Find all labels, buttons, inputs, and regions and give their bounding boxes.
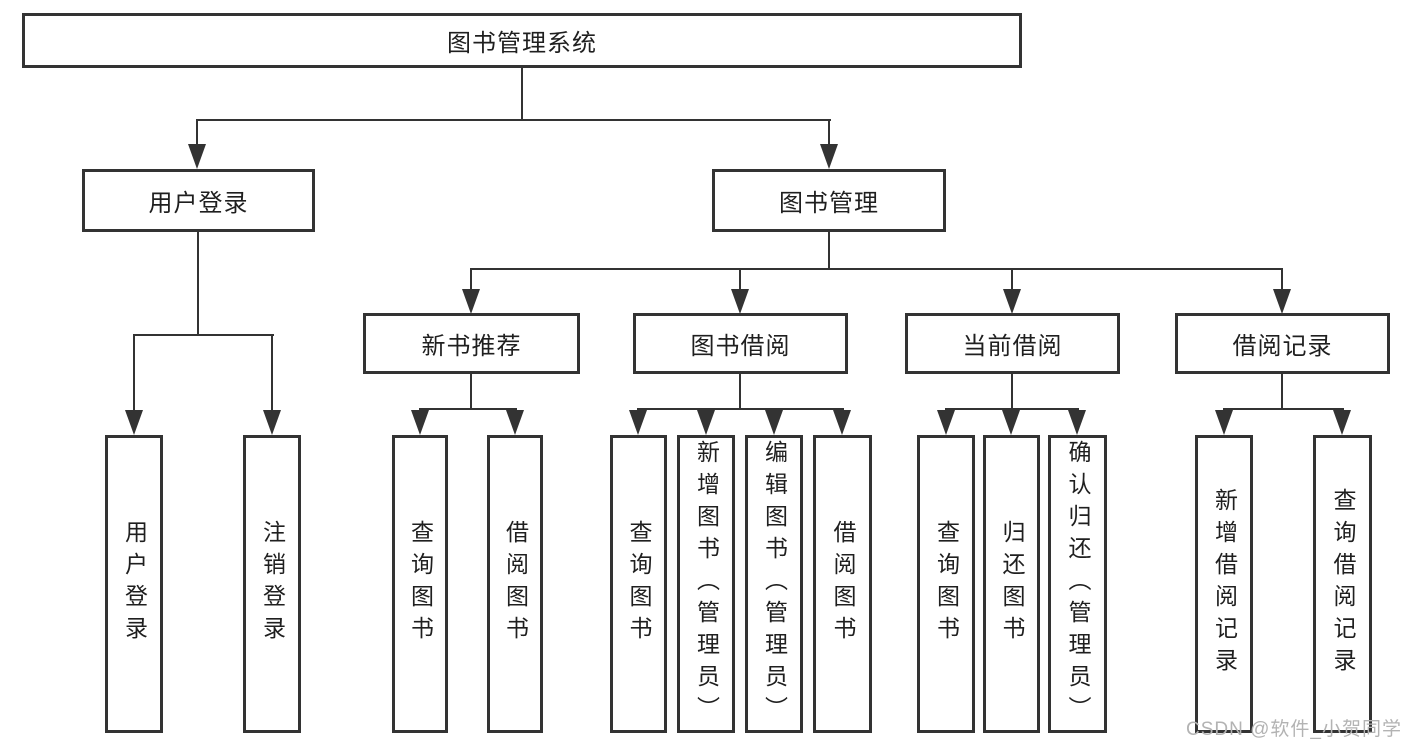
connector-line [637, 408, 844, 410]
arrow-down-icon [125, 410, 143, 435]
leaf-add-borrow-record: 新增借阅记录 [1195, 435, 1253, 733]
connector-line [133, 334, 135, 412]
connector-line [1281, 268, 1283, 292]
connector-line [945, 408, 1079, 410]
leaf-logout: 注销登录 [243, 435, 301, 733]
node-label: 查询借阅记录 [1330, 488, 1356, 680]
arrow-down-icon [411, 410, 429, 435]
leaf-edit-book-admin: 编辑图书（管理员） [745, 435, 803, 733]
node-label: 借阅记录 [1232, 333, 1333, 360]
arrow-down-icon [263, 410, 281, 435]
connector-line [1011, 374, 1013, 410]
leaf-query-books: 查询图书 [917, 435, 975, 733]
arrow-down-icon [765, 410, 783, 435]
node-label: 查询图书 [933, 520, 960, 648]
connector-line [1223, 408, 1344, 410]
node-label: 借阅图书 [502, 520, 529, 648]
node-label: 图书借阅 [690, 333, 791, 360]
connector-line [271, 334, 273, 412]
node-label: 查询图书 [407, 520, 434, 648]
connector-line [521, 68, 523, 121]
connector-line [828, 119, 830, 147]
node-label: 借阅图书 [830, 520, 856, 648]
leaf-confirm-return-admin: 确认归还（管理员） [1048, 435, 1107, 733]
node-root-library-management-system: 图书管理系统 [22, 13, 1022, 68]
connector-line [1011, 268, 1013, 292]
node-label: 注销登录 [259, 520, 286, 648]
leaf-borrow-books: 借阅图书 [487, 435, 543, 733]
node-label: 用户登录 [148, 190, 249, 217]
arrow-down-icon [731, 289, 749, 314]
connector-line [197, 119, 831, 121]
arrow-down-icon [506, 410, 524, 435]
node-label: 新增图书（管理员） [693, 440, 720, 728]
connector-line [133, 334, 274, 336]
arrow-down-icon [1333, 410, 1351, 435]
node-label: 归还图书 [999, 520, 1025, 648]
arrow-down-icon [833, 410, 851, 435]
node-current-borrowing: 当前借阅 [905, 313, 1120, 374]
connector-line [470, 374, 472, 410]
arrow-down-icon [820, 144, 838, 169]
arrow-down-icon [1002, 410, 1020, 435]
node-user-login: 用户登录 [82, 169, 315, 232]
arrow-down-icon [1215, 410, 1233, 435]
leaf-return-books: 归还图书 [983, 435, 1040, 733]
leaf-query-borrow-record: 查询借阅记录 [1313, 435, 1372, 733]
node-new-book-recommendation: 新书推荐 [363, 313, 580, 374]
arrow-down-icon [188, 144, 206, 169]
arrow-down-icon [1068, 410, 1086, 435]
connector-line [739, 374, 741, 410]
connector-line [470, 268, 472, 292]
connector-line [739, 268, 741, 292]
node-label: 查询图书 [626, 520, 652, 648]
leaf-borrow-books: 借阅图书 [813, 435, 872, 733]
leaf-query-books: 查询图书 [610, 435, 667, 733]
node-label: 图书管理系统 [447, 30, 597, 57]
leaf-user-login: 用户登录 [105, 435, 163, 733]
arrow-down-icon [697, 410, 715, 435]
node-label: 确认归还（管理员） [1065, 440, 1091, 728]
node-borrowing-records: 借阅记录 [1175, 313, 1390, 374]
arrow-down-icon [629, 410, 647, 435]
node-book-management: 图书管理 [712, 169, 946, 232]
connector-line [419, 408, 517, 410]
node-label: 新增借阅记录 [1211, 488, 1238, 680]
connector-line [470, 268, 1282, 270]
csdn-watermark: CSDN @软件_小贺同学 [1186, 719, 1402, 740]
leaf-add-book-admin: 新增图书（管理员） [677, 435, 735, 733]
node-label: 用户登录 [121, 520, 148, 648]
node-label: 新书推荐 [421, 333, 522, 360]
arrow-down-icon [462, 289, 480, 314]
node-label: 图书管理 [779, 190, 879, 217]
connector-line [197, 232, 199, 336]
arrow-down-icon [937, 410, 955, 435]
node-book-borrowing: 图书借阅 [633, 313, 848, 374]
connector-line [1281, 374, 1283, 410]
connector-line [828, 232, 830, 270]
node-label: 编辑图书（管理员） [761, 440, 788, 728]
arrow-down-icon [1003, 289, 1021, 314]
node-label: 当前借阅 [962, 333, 1063, 360]
leaf-query-books: 查询图书 [392, 435, 448, 733]
connector-line [196, 119, 198, 147]
arrow-down-icon [1273, 289, 1291, 314]
